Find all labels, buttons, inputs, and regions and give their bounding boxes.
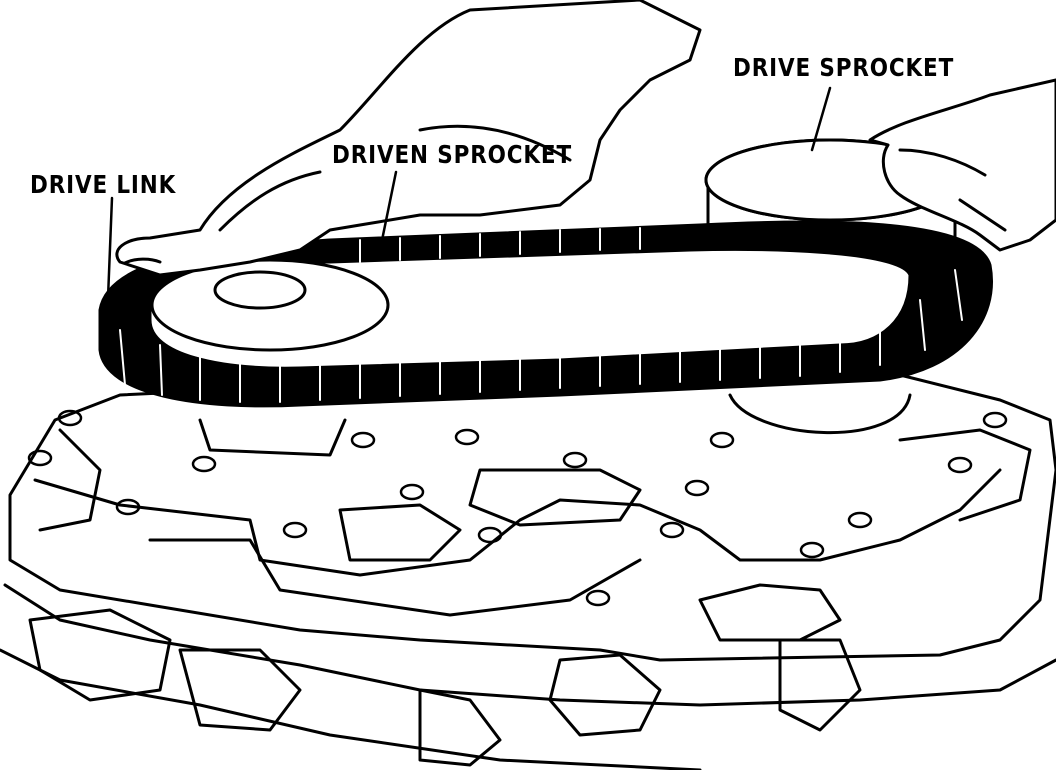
- leader-drive-sprocket: [810, 86, 832, 152]
- leader-driven-sprocket: [378, 170, 398, 252]
- case-body: [0, 373, 1056, 770]
- drive-sprocket-label: DRIVE SPROCKET: [733, 53, 955, 82]
- driven-sprocket-label: DRIVEN SPROCKET: [332, 140, 572, 169]
- drive-link-chain: [98, 138, 993, 408]
- leader-drive-link: [106, 196, 114, 300]
- drive-link-label: DRIVE LINK: [30, 170, 177, 199]
- hands: [115, 0, 1056, 277]
- leader-lines: [106, 86, 832, 300]
- bolts: [27, 409, 1008, 607]
